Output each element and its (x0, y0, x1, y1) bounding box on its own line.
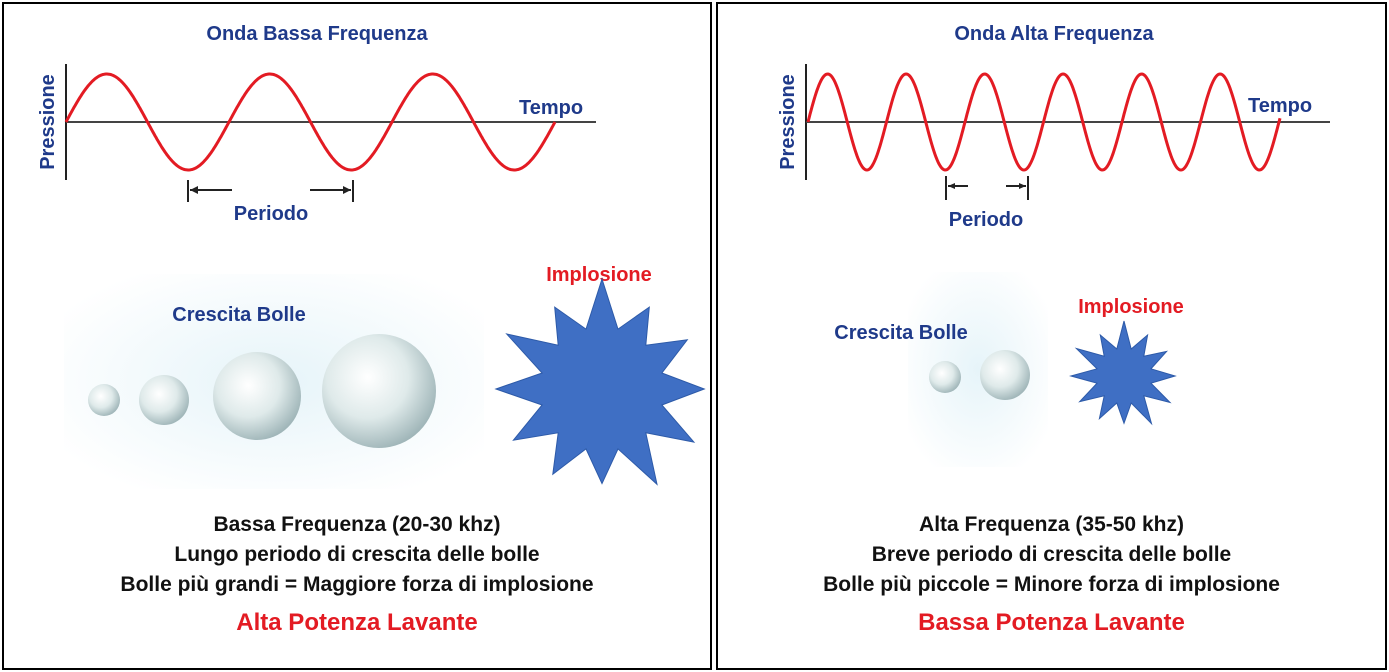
bubble-3 (213, 352, 301, 440)
implosion-label: Implosione (546, 264, 652, 286)
wave-title: Onda Bassa Frequenza (206, 23, 428, 45)
bubble-2 (139, 375, 189, 425)
high-frequency-panel: Onda Alta Frequenza Pressione Tempo Peri… (716, 2, 1387, 670)
y-axis-label: Pressione (37, 74, 59, 170)
period-arrowhead-left (948, 183, 955, 189)
caption-line-1: Alta Frequenza (35-50 khz) (919, 513, 1184, 536)
implosion-burst (1069, 320, 1177, 426)
y-axis-label: Pressione (777, 74, 799, 170)
low-frequency-wave (64, 72, 557, 172)
caption-line-2: Breve periodo di crescita delle bolle (871, 543, 1232, 566)
low-frequency-panel: Onda Bassa Frequenza Pressione Tempo Per… (2, 2, 712, 670)
low-frequency-diagram: Onda Bassa Frequenza Pressione Tempo Per… (37, 23, 706, 489)
high-frequency-diagram: Onda Alta Frequenza Pressione Tempo Peri… (777, 23, 1330, 467)
x-axis-label: Tempo (1248, 95, 1312, 117)
wave-title: Onda Alta Frequenza (954, 23, 1154, 45)
bubble-4 (322, 334, 436, 448)
implosion-burst (494, 277, 706, 486)
period-arrowhead-right (343, 186, 351, 194)
cleaning-power-verdict: Alta Potenza Lavante (236, 609, 478, 636)
period-arrowhead-right (1019, 183, 1026, 189)
caption-line-3: Bolle più piccole = Minore forza di impl… (823, 573, 1280, 596)
bubble-2 (980, 350, 1030, 400)
bubble-growth-label: Crescita Bolle (172, 304, 305, 326)
period-arrowhead-left (190, 186, 198, 194)
caption: Bassa Frequenza (20-30 khz) Lungo period… (4, 510, 710, 638)
caption-line-1: Bassa Frequenza (20-30 khz) (213, 513, 501, 536)
period-label: Periodo (234, 203, 308, 225)
implosion-label: Implosione (1078, 296, 1184, 318)
caption-line-2: Lungo periodo di crescita delle bolle (174, 543, 540, 566)
x-axis-label: Tempo (519, 97, 583, 119)
cleaning-power-verdict: Bassa Potenza Lavante (918, 609, 1185, 636)
bubble-growth-label: Crescita Bolle (834, 322, 967, 344)
bubble-1 (88, 384, 120, 416)
caption-line-3: Bolle più grandi = Maggiore forza di imp… (120, 573, 594, 596)
high-frequency-wave (806, 72, 1282, 172)
period-label: Periodo (949, 209, 1023, 231)
bubble-1 (929, 361, 961, 393)
caption: Alta Frequenza (35-50 khz) Breve periodo… (718, 510, 1385, 638)
